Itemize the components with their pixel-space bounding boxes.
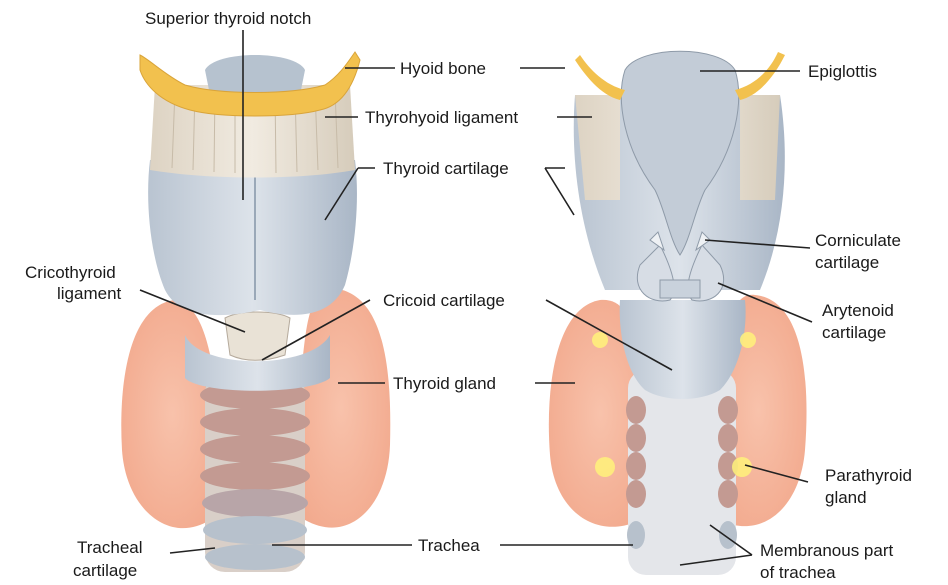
label-cricoid-cartilage: Cricoid cartilage	[383, 290, 505, 311]
posterior-view	[549, 51, 807, 575]
label-hyoid-bone: Hyoid bone	[400, 58, 486, 79]
label-corniculate-cartilage-line2: cartilage	[815, 252, 879, 273]
parathyroid-gland-3	[595, 457, 615, 477]
label-parathyroid-gland-line1: Parathyroid	[825, 465, 912, 486]
label-epiglottis: Epiglottis	[808, 61, 877, 82]
thyroid-gland-right-lobe-a	[292, 288, 390, 528]
label-tracheal-cartilage-line2: cartilage	[73, 560, 137, 581]
cricothyroid-ligament-a	[225, 312, 290, 360]
label-trachea: Trachea	[418, 535, 480, 556]
label-cricothyroid-ligament-line2: ligament	[57, 283, 121, 304]
label-membranous-part-line2: of trachea	[760, 562, 836, 583]
label-parathyroid-gland-line2: gland	[825, 487, 867, 508]
label-thyroid-cartilage: Thyroid cartilage	[383, 158, 509, 179]
parathyroid-gland-1	[592, 332, 608, 348]
label-thyroid-gland: Thyroid gland	[393, 373, 496, 394]
label-corniculate-cartilage-line1: Corniculate	[815, 230, 901, 251]
hyoid-bone-p	[575, 55, 625, 100]
label-membranous-part-line1: Membranous part	[760, 540, 893, 561]
label-arytenoid-cartilage-line1: Arytenoid	[822, 300, 894, 321]
thyroid-cartilage-a	[148, 160, 357, 315]
label-tracheal-cartilage-line1: Tracheal	[77, 537, 143, 558]
label-cricothyroid-ligament-line1: Cricothyroid	[25, 262, 116, 283]
trachea-p	[626, 370, 738, 575]
trachea-a	[200, 372, 310, 572]
label-superior-thyroid-notch: Superior thyroid notch	[145, 8, 311, 29]
label-thyrohyoid-ligament: Thyrohyoid ligament	[365, 107, 518, 128]
parathyroid-gland-2	[740, 332, 756, 348]
parathyroid-gland-4	[732, 457, 752, 477]
label-arytenoid-cartilage-line2: cartilage	[822, 322, 886, 343]
